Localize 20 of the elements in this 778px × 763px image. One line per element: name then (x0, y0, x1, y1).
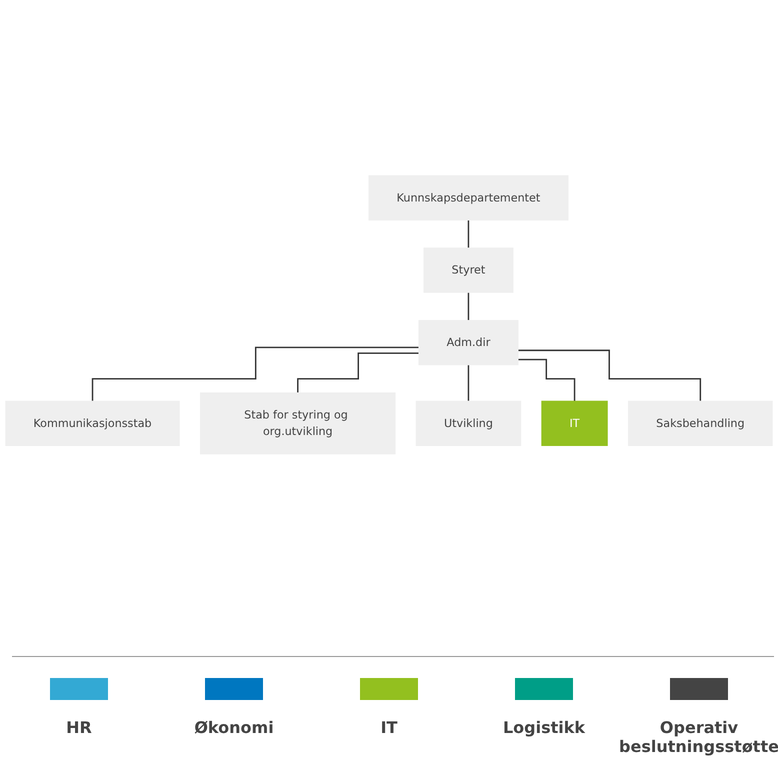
connector (297, 352, 419, 394)
node-box: Utvikling (416, 400, 522, 446)
connector (468, 292, 470, 322)
node-box: Kommunikasjonsstab (5, 400, 180, 446)
node-box: Saksbehandling (628, 400, 773, 446)
node-box: IT (541, 400, 608, 446)
node-box: Kunnskapsdepartementet (368, 175, 568, 221)
connector (518, 359, 576, 402)
connector (468, 364, 470, 402)
node-box: Stab for styring og org.utvikling (200, 392, 396, 455)
legend-label: HR (66, 718, 92, 737)
legend-label: IT (380, 718, 398, 737)
connector (518, 350, 702, 402)
legend-label: Logistikk (502, 718, 586, 737)
connector (92, 346, 419, 402)
node-box: Styret (423, 248, 514, 294)
connector (468, 220, 470, 249)
node-box: Adm.dir (418, 320, 518, 366)
legend-label: Operativ beslutningsstøtte (619, 718, 778, 756)
legend-label: Økonomi (194, 718, 274, 737)
